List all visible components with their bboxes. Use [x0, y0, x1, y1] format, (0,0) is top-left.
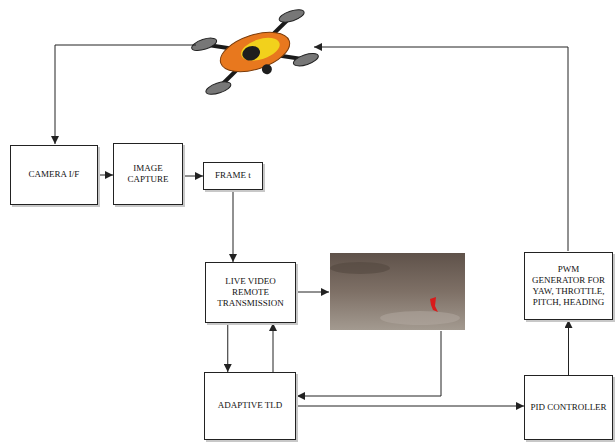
box-label: CAMERA I/F [29, 169, 80, 180]
box-label: ADAPTIVE TLD [218, 400, 283, 411]
box-label: FRAME t [215, 170, 251, 181]
process-box: PWM GENERATOR FOR YAW, THROTTLE, PITCH, … [524, 252, 613, 320]
photo-ground [330, 253, 465, 330]
flow-arrow [568, 320, 569, 375]
process-box: FRAME t [203, 162, 263, 190]
drone-arm [206, 17, 303, 86]
flow-arrow [233, 190, 234, 262]
process-box: IMAGE CAPTURE [113, 143, 183, 205]
flow-arrow [296, 406, 524, 407]
video-frame-photo [330, 253, 465, 330]
flow-arrow [98, 175, 113, 176]
drone-rotor [292, 51, 320, 69]
drone-rotor [190, 36, 218, 54]
box-label: IMAGE CAPTURE [119, 163, 177, 186]
flow-arrow [183, 176, 203, 177]
drone-hull [216, 25, 295, 80]
process-box: PID CONTROLLER [524, 375, 613, 440]
process-box: CAMERA I/F [10, 145, 98, 205]
flow-arrow [273, 323, 274, 372]
control-wire [314, 47, 568, 251]
photo-shade [330, 262, 390, 274]
process-box: LIVE VIDEO REMOTE TRANSMISSION [205, 262, 296, 323]
video-wire [297, 292, 329, 293]
flow-arrow [227, 323, 228, 372]
drone-stripe [238, 34, 282, 65]
drone-rotor [204, 79, 232, 97]
drone-camera [261, 63, 274, 76]
box-label: PWM GENERATOR FOR YAW, THROTTLE, PITCH, … [530, 264, 607, 309]
frame-wire [297, 331, 441, 396]
photo-shade [380, 311, 460, 325]
feedback-wire [55, 45, 196, 144]
drone-illustration [190, 7, 320, 97]
box-label: LIVE VIDEO REMOTE TRANSMISSION [211, 276, 290, 310]
drone-arm [206, 17, 303, 86]
process-box: ADAPTIVE TLD [204, 372, 296, 440]
drone-center [240, 44, 261, 63]
tracked-target [430, 297, 438, 312]
box-label: PID CONTROLLER [530, 402, 606, 413]
drone-rotor [278, 7, 306, 25]
